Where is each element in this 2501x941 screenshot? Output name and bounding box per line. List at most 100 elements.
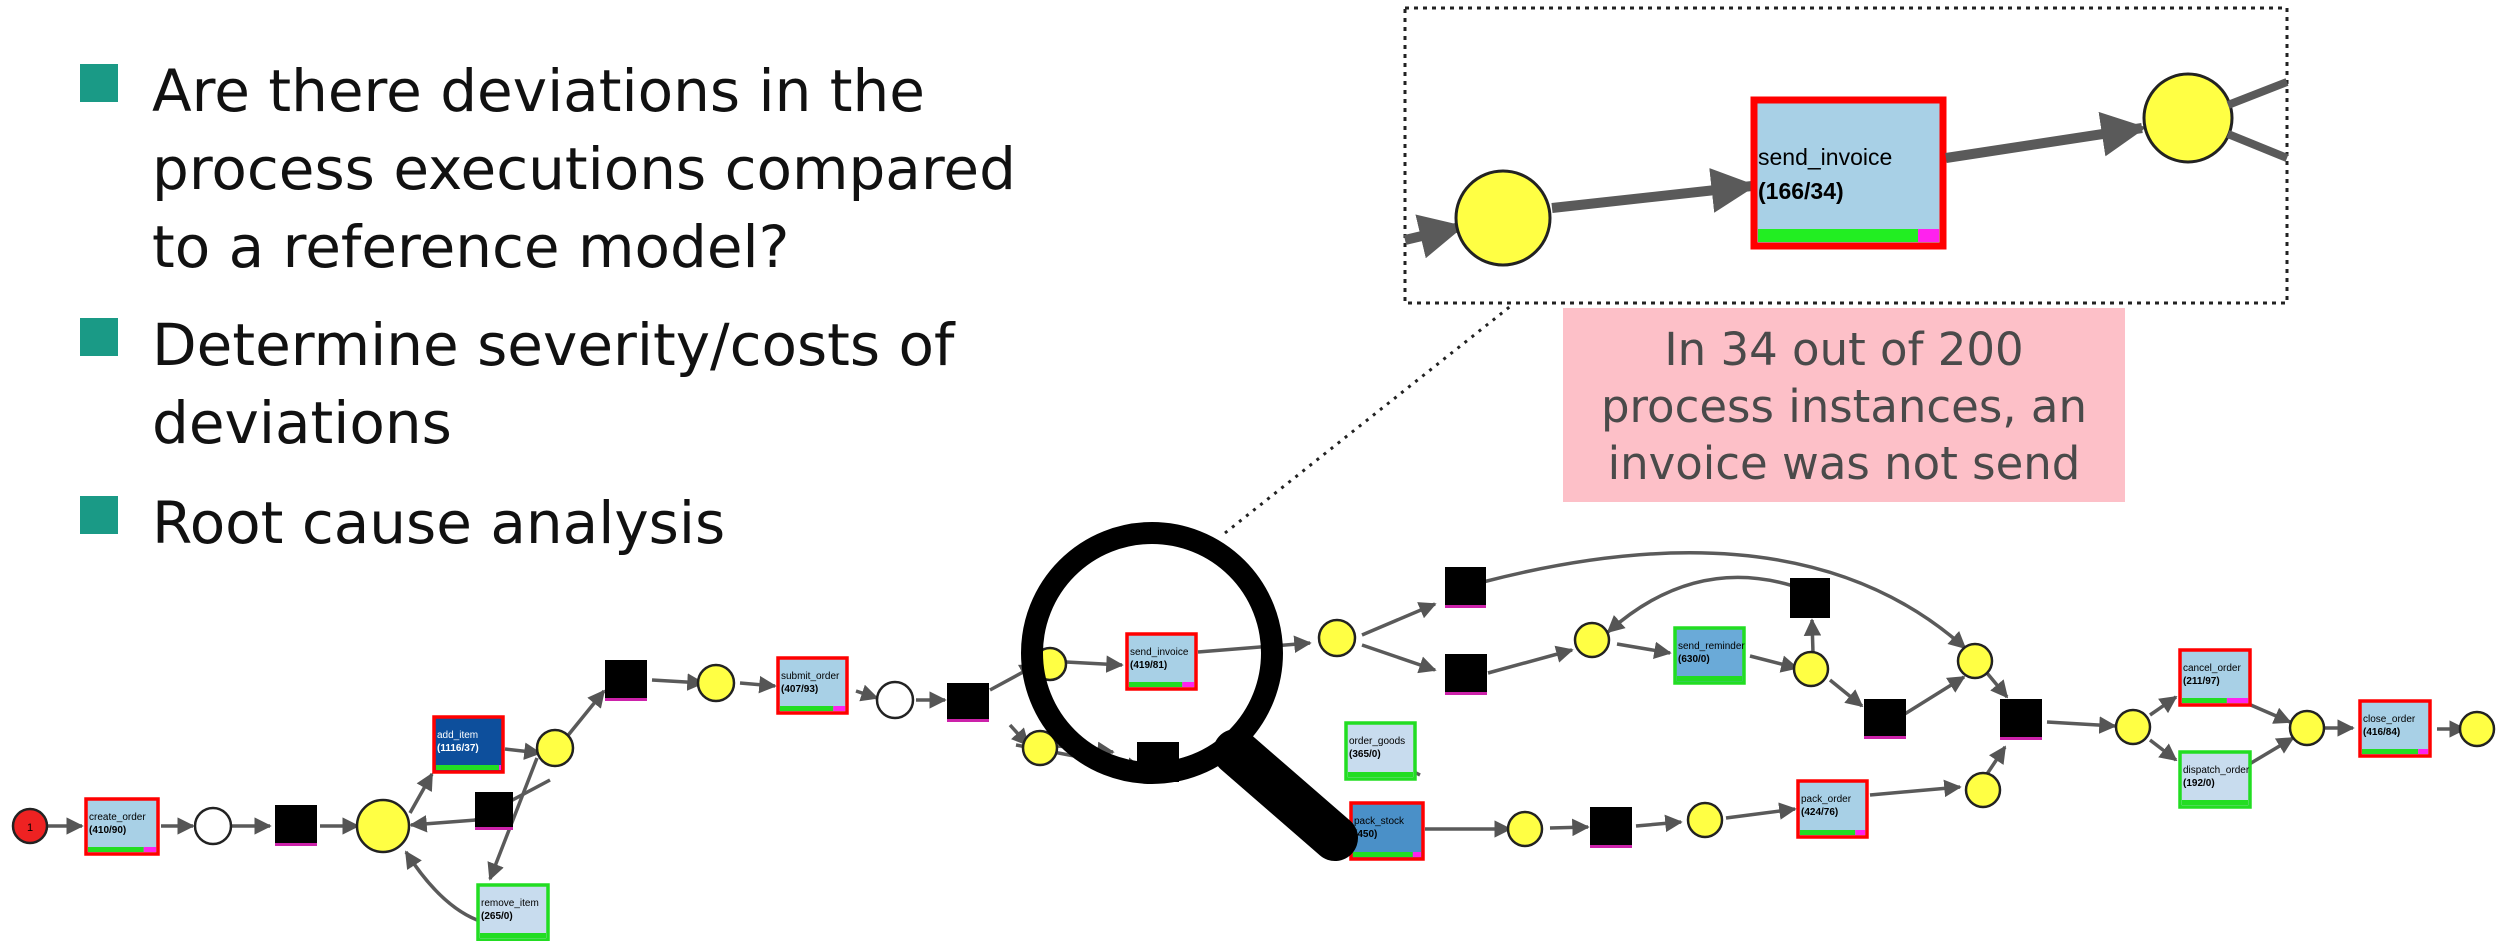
conforming-bar [480, 933, 546, 938]
transition-pack-order: pack_order (424/76) [1796, 779, 1869, 839]
start-token: 1 [27, 822, 33, 834]
zoom-leader-line [1224, 303, 1513, 535]
transition-label: cancel_order [2183, 663, 2241, 674]
transition-label: send_invoice [1130, 647, 1189, 658]
conforming-bar [780, 706, 834, 711]
deviation-bar [1855, 830, 1865, 835]
zoom-transition-label: send_invoice [1758, 144, 1892, 170]
deviation-bar [143, 847, 156, 852]
silent-transition [1445, 567, 1486, 608]
zoom-arc-to-transition [1551, 168, 1757, 213]
silent-transition [1864, 699, 1906, 739]
transition-box [2178, 750, 2252, 809]
transition-label: create_order [89, 812, 146, 823]
deviation-bar [1182, 682, 1194, 687]
place [696, 663, 736, 703]
silent-transition-bars [275, 605, 2042, 848]
transition-label: remove_item [481, 898, 539, 909]
bullet-square-icon [80, 496, 118, 534]
conforming-bar [1348, 772, 1413, 777]
conforming-bar [2182, 698, 2227, 703]
start-place [11, 807, 49, 845]
place [1964, 771, 2002, 809]
magnifier-icon [1021, 522, 1358, 861]
transition-box [1125, 632, 1198, 691]
transition-box [1349, 801, 1425, 861]
deviation-callout: In 34 out of 200 process instances, an i… [1563, 308, 2125, 502]
zoom-transition-counts: (166/34) [1758, 178, 1844, 204]
transition-order-goods: order_goods(365/0) [1344, 721, 1417, 781]
zoom-arc-out [1945, 111, 2147, 163]
labelled-transitions: create_order(410/90)add_item(1116/37)rem… [84, 626, 2432, 941]
transition-label: submit_order [781, 671, 840, 682]
zoom-transition-send-invoice [1750, 96, 1947, 250]
transition-remove-item: remove_item(265/0) [476, 883, 550, 941]
transition-send-invoice: send_invoice (419/81) [1125, 632, 1198, 691]
transition-counts: (630/0) [1678, 654, 1710, 665]
zoom-deviation-bar [1918, 229, 1939, 242]
transition-counts: (416/84) [2363, 727, 2400, 738]
place [1686, 801, 1724, 839]
place [355, 798, 411, 854]
transition-box [1673, 626, 1746, 685]
bullet-item-root-cause: Root cause analysis [80, 484, 1152, 562]
end-place [2458, 710, 2496, 748]
deviation-bar [2418, 749, 2428, 754]
deviation-bar [833, 706, 845, 711]
silent-transition [1790, 578, 1830, 618]
transition-counts: (419/81) [1130, 660, 1167, 671]
transition-create-order: create_order (410/90) [84, 797, 160, 856]
transition-box [84, 797, 160, 856]
conforming-bar [1677, 676, 1742, 681]
silent-transitions [275, 567, 2042, 848]
place [1573, 621, 1611, 659]
transition-box [432, 715, 505, 774]
transition-counts: (192/0) [2183, 778, 2215, 789]
transition-counts: (410/90) [89, 825, 126, 836]
zoom-place-left [1454, 169, 1552, 267]
bullet-text: Are there deviations in the process exec… [152, 57, 1016, 281]
bullet-square-icon [80, 318, 118, 356]
silent-transition [475, 792, 513, 830]
conforming-bar [2182, 800, 2248, 805]
zoom-inset: send_invoice (166/34) [1403, 6, 2289, 305]
transition-counts: (211/97) [2183, 676, 2220, 687]
silent-transition [275, 805, 317, 846]
silent-transition [1590, 807, 1632, 848]
transition-counts: (1116/37) [437, 743, 479, 754]
silent-transition [605, 660, 647, 701]
transition-box [2178, 648, 2252, 707]
transition-box [1344, 721, 1417, 781]
zoom-arc-exit-upper [2226, 78, 2289, 109]
place [875, 680, 915, 720]
transition-box [1796, 779, 1869, 839]
model-places [11, 618, 2496, 854]
zoom-arc-in [1403, 214, 1465, 259]
place [535, 728, 575, 768]
silent-transition [947, 683, 989, 722]
transition-box [2358, 699, 2432, 758]
transition-counts: (450) [1354, 829, 1377, 840]
bullet-item-severity: Determine severity/costs of deviations [80, 306, 1152, 462]
transition-label: pack_order [1801, 794, 1852, 805]
zoom-place-right [2142, 72, 2234, 164]
conforming-bar [1800, 830, 1856, 835]
conforming-bar [436, 765, 500, 770]
silent-transition [1445, 654, 1487, 695]
place [1317, 618, 1357, 658]
deviation-bar [2226, 698, 2248, 703]
transition-send-reminder: send_reminder(630/0) [1673, 626, 1746, 685]
place [1506, 810, 1544, 848]
zoom-arc-exit-lower [2226, 130, 2289, 162]
bullet-square-icon [80, 64, 118, 102]
transition-close-order: close_order(416/84) [2358, 699, 2432, 758]
zoom-conforming-bar [1758, 229, 1918, 242]
conforming-bar [88, 847, 144, 852]
conforming-bar [1353, 852, 1413, 857]
place [1021, 729, 1059, 767]
transition-label: pack_stock [1354, 816, 1405, 827]
place [1956, 642, 1994, 680]
place [1792, 650, 1830, 688]
transition-counts: (365/0) [1349, 749, 1381, 760]
transition-counts: (424/76) [1801, 807, 1838, 818]
